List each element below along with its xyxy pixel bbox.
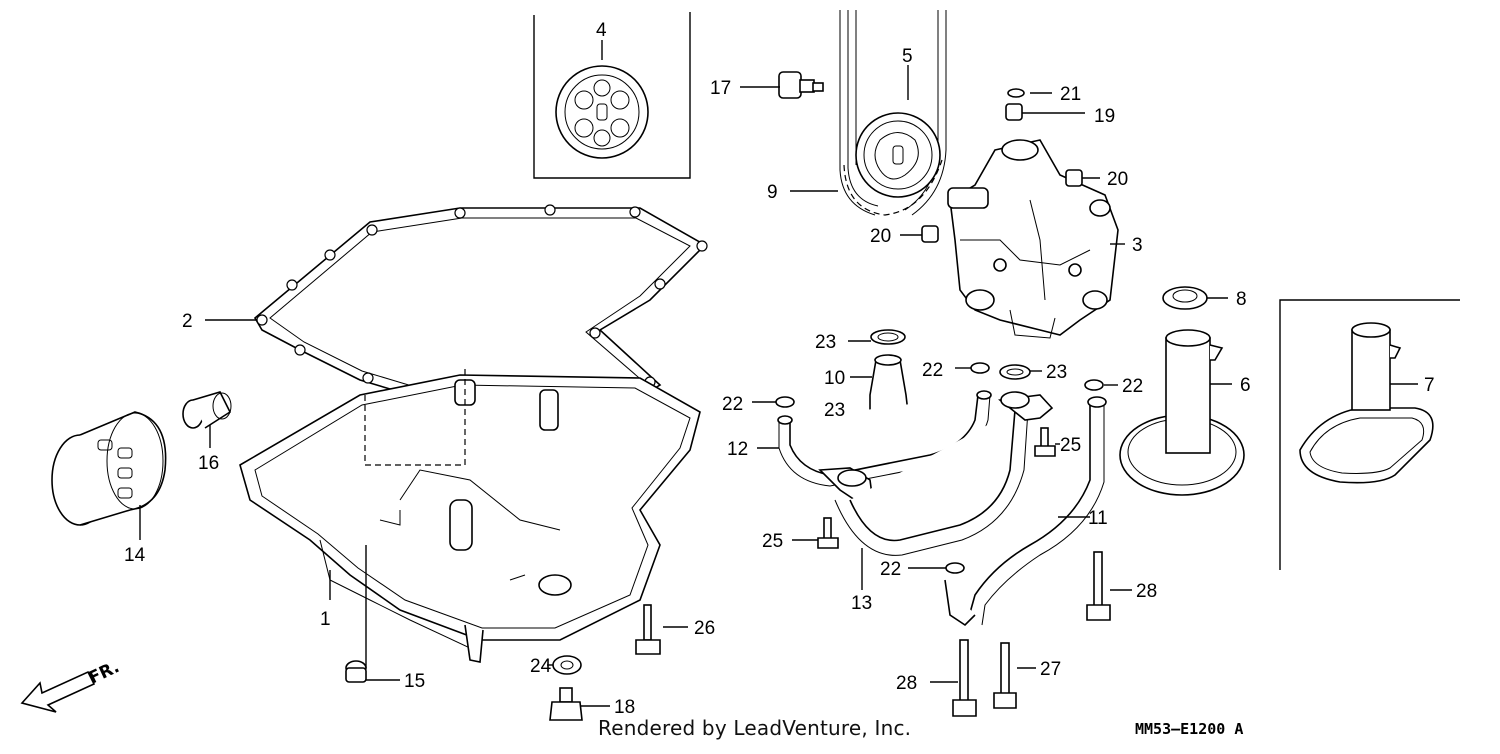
label-16: 16 [198, 453, 219, 474]
part-4-drive-sprocket[interactable] [533, 12, 691, 179]
label-27: 27 [1040, 659, 1061, 680]
part-24-sealing-washer[interactable] [552, 655, 582, 675]
label-14: 14 [124, 545, 146, 566]
label-2: 2 [182, 311, 193, 332]
part-8-seal[interactable] [1162, 286, 1208, 310]
label-3: 3 [1132, 235, 1143, 256]
label-22-d: 22 [880, 559, 901, 580]
part-3-oil-pump[interactable] [947, 139, 1119, 339]
front-indicator-label: FR. [86, 657, 123, 688]
label-7: 7 [1424, 375, 1435, 396]
diagram-code: MM53—E1200 A [1135, 720, 1244, 738]
label-17: 17 [710, 78, 731, 99]
label-8: 8 [1236, 289, 1247, 310]
label-9: 9 [767, 182, 778, 203]
label-24: 24 [530, 656, 552, 677]
part-6-oil-strainer[interactable] [1119, 329, 1245, 496]
label-25-lower: 25 [762, 531, 783, 552]
part-15-drain-bolt[interactable] [345, 660, 367, 683]
label-23-upper: 23 [815, 332, 836, 353]
label-21: 21 [1060, 84, 1081, 105]
part-21-washer[interactable] [1007, 88, 1025, 98]
label-22-b: 22 [922, 360, 943, 381]
part-20-dowel-lower[interactable] [921, 225, 939, 243]
label-5: 5 [902, 46, 913, 67]
label-11: 11 [1088, 508, 1108, 529]
part-22-washer-c[interactable] [1084, 379, 1104, 391]
label-13: 13 [851, 593, 872, 614]
label-26: 26 [694, 618, 715, 639]
label-18: 18 [614, 697, 635, 718]
label-22-c: 22 [1122, 376, 1143, 397]
part-9-cam-chain[interactable] [839, 10, 947, 216]
part-28-bolt-right[interactable] [1086, 551, 1111, 621]
part-1-oil-pan[interactable] [239, 365, 701, 663]
part-14-oil-filter[interactable] [51, 411, 167, 526]
label-20-upper: 20 [1107, 169, 1128, 190]
label-25-upper: 25 [1060, 435, 1081, 456]
part-28-bolt-bottom[interactable] [952, 639, 977, 717]
part-25-bolt-lower[interactable] [817, 517, 839, 549]
front-direction-arrow: FR. [20, 657, 123, 713]
part-13-oil-pipe[interactable] [818, 391, 1054, 556]
label-12: 12 [727, 439, 748, 460]
label-28-bottom: 28 [896, 673, 917, 694]
leader-lines [139, 40, 1418, 707]
label-23-middle: 23 [824, 400, 845, 421]
part-27-bolt[interactable] [993, 642, 1017, 709]
render-credit: Rendered by LeadVenture, Inc. [598, 716, 912, 740]
part-22-washer-b[interactable] [970, 362, 990, 374]
part-16-filter-boss[interactable] [182, 391, 232, 429]
part-12-oil-pipe[interactable] [777, 390, 992, 487]
label-1: 1 [320, 609, 331, 630]
label-23-right: 23 [1046, 362, 1067, 383]
part-18-drain-plug[interactable] [549, 687, 583, 721]
label-20-lower: 20 [870, 226, 891, 247]
label-15: 15 [404, 671, 425, 692]
label-19: 19 [1094, 106, 1115, 127]
part-7-oil-strainer-alt[interactable] [1299, 322, 1434, 484]
part-22-washer-a[interactable] [775, 396, 795, 408]
part-17-oil-pressure-switch[interactable] [778, 71, 824, 99]
label-10: 10 [824, 368, 845, 389]
part-26-bolt[interactable] [635, 604, 661, 655]
label-6: 6 [1240, 375, 1251, 396]
label-4: 4 [596, 20, 607, 41]
part-11-oil-pipe[interactable] [944, 396, 1107, 627]
part-22-washer-d[interactable] [945, 562, 965, 574]
strainer-alt-box [1279, 299, 1460, 570]
part-5-oil-pump-sprocket[interactable] [855, 112, 941, 198]
part-23-o-ring-upper[interactable] [870, 329, 906, 345]
part-25-bolt-upper[interactable] [1034, 427, 1056, 457]
part-20-dowel-upper[interactable] [1065, 169, 1083, 187]
part-23-o-ring-right[interactable] [999, 364, 1031, 380]
part-labels: 4 5 17 21 19 20 9 20 3 8 6 7 2 23 10 23 … [124, 20, 1435, 718]
label-22-a: 22 [722, 394, 743, 415]
label-28-right: 28 [1136, 581, 1157, 602]
part-19-dowel[interactable] [1005, 103, 1023, 121]
